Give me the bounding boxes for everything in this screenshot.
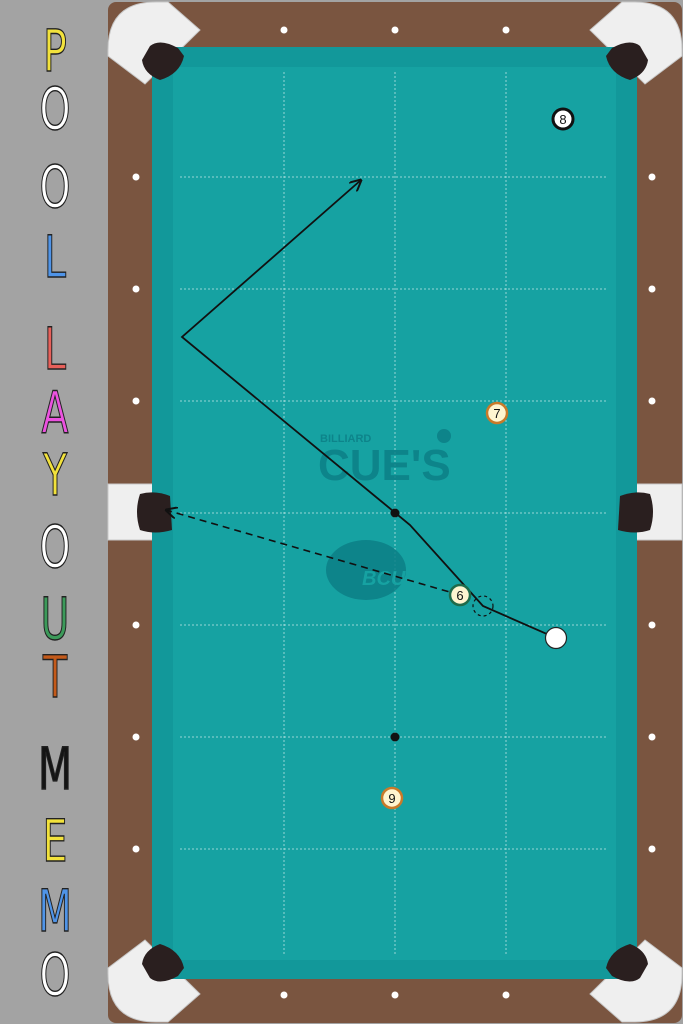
pocket-middle-left	[137, 492, 172, 533]
object-ball-path	[166, 510, 461, 596]
ball-6[interactable]: 6	[448, 583, 472, 607]
watermark-small: BILLIARD	[320, 433, 371, 445]
foot-spot	[390, 732, 400, 742]
rail-diamonds	[132, 26, 656, 999]
cue-ball-path	[180, 180, 557, 639]
pocket-top-left	[142, 42, 184, 80]
title-letter: O	[39, 75, 71, 143]
pocket-bottom-left	[142, 944, 184, 982]
title-letter: P	[43, 17, 68, 85]
title-letter: M	[38, 735, 73, 803]
title-letter: E	[42, 807, 68, 875]
ball-number: 9	[388, 791, 395, 806]
ball-number: 8	[559, 112, 566, 127]
watermark-logo: BCUE	[362, 568, 419, 590]
pocket-top-right	[606, 42, 648, 80]
title-letter: T	[42, 643, 68, 711]
title-letter: Y	[42, 441, 68, 509]
ghost-ball	[472, 595, 494, 617]
title-letter: O	[39, 153, 71, 221]
corner-plates	[107, 1, 683, 1023]
title-letter: A	[41, 379, 69, 447]
watermark-large: CUE'S	[318, 441, 451, 490]
ball-8[interactable]: 8	[551, 107, 575, 131]
title-letter: O	[39, 941, 71, 1009]
pocket-middle-right	[618, 492, 653, 533]
title-letter: L	[44, 223, 67, 291]
title-letter: O	[39, 513, 71, 581]
title-letter: U	[40, 585, 70, 653]
pockets	[137, 42, 653, 982]
title-letter: M	[38, 877, 73, 945]
ball-number: 7	[493, 406, 500, 421]
watermark: BILLIARD CUE'S BCUE	[318, 429, 451, 600]
ball-number: 6	[456, 588, 463, 603]
cue-ball[interactable]	[544, 626, 568, 650]
ball-9[interactable]: 9	[380, 786, 404, 810]
pocket-bottom-right	[606, 944, 648, 982]
ball-7[interactable]: 7	[485, 401, 509, 425]
title-letter: L	[44, 315, 67, 383]
watermark-logo-mark	[326, 540, 406, 600]
